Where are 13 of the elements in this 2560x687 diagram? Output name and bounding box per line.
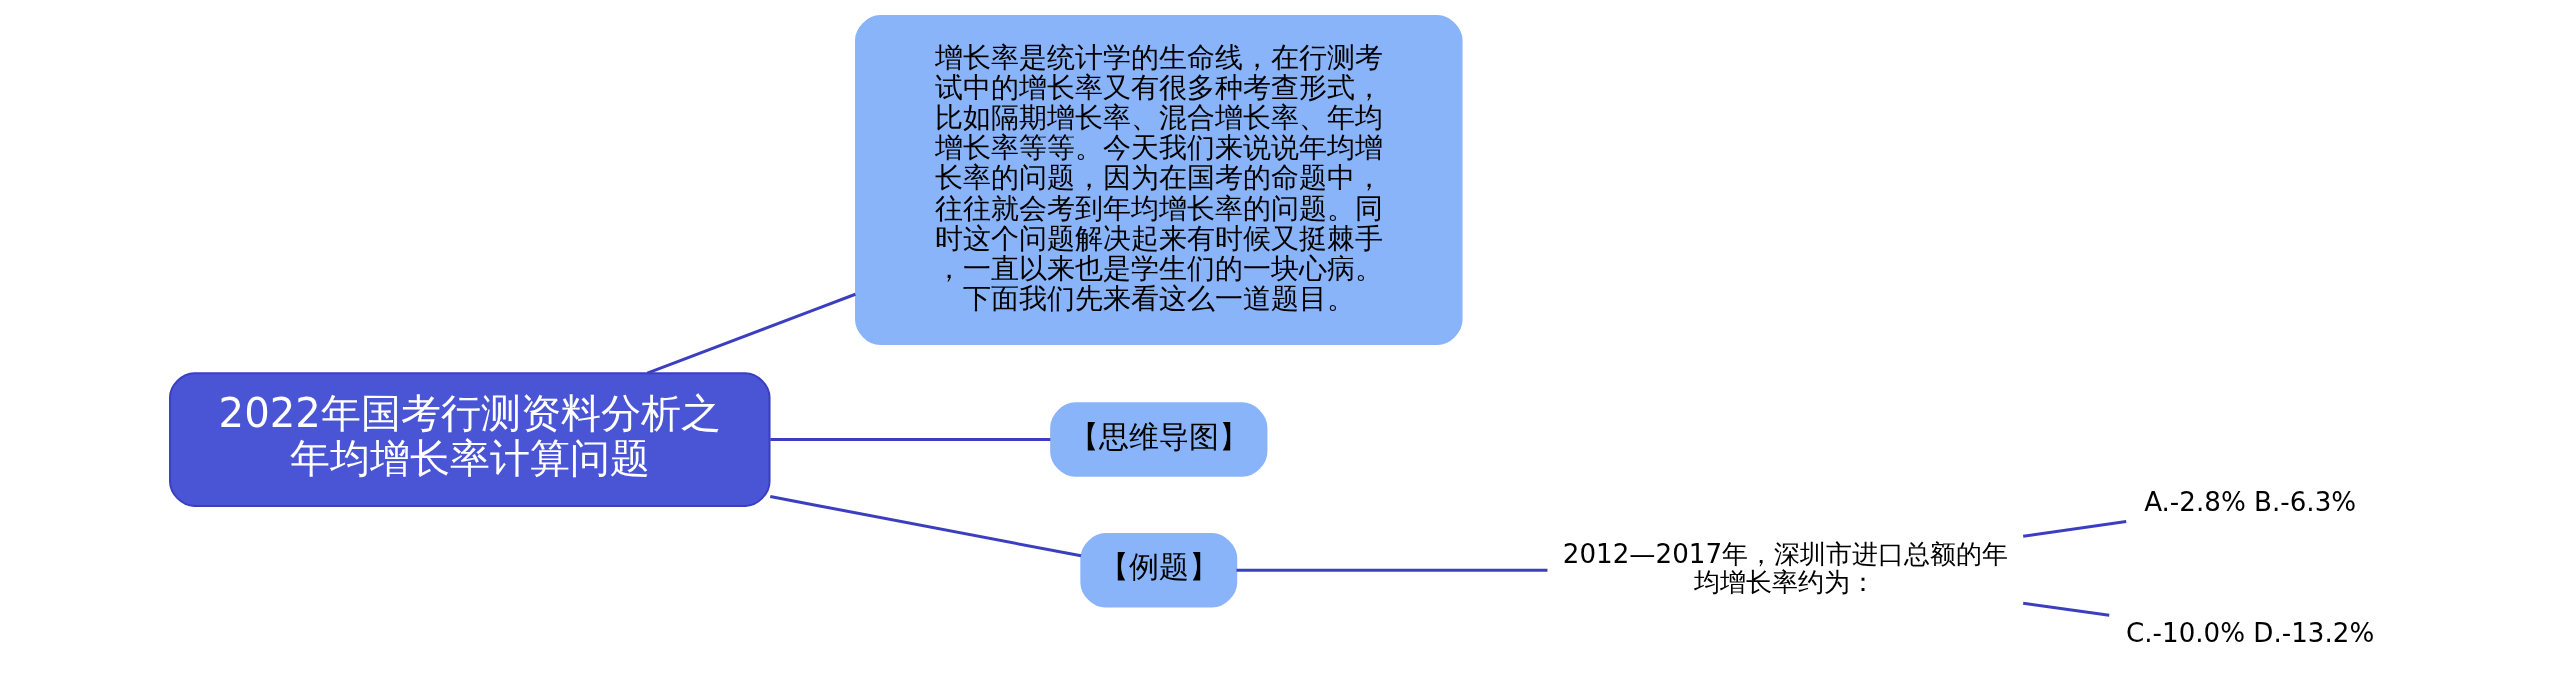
node-box: 【思维导图】 [1049, 402, 1267, 477]
node-box: 增长率是统计学的生命线，在行测考试中的增长率又有很多种考查形式，比如隔期增长率、混合增长率、年均增长率等等。今天我们来说说年均增长率的问题，因为在国考的命题中，往往就会考到年均增长率的问题。同时这个问题解决起来有时候又挺棘手，一直以来也是学生们的一块心病。下面我们先来看这么一道题目。 [854, 15, 1463, 345]
node-text: 2012—2017年，深圳市进口总额的年均增长率约为： [1562, 539, 2008, 598]
connector [2022, 601, 2109, 617]
node-box: 【例题】 [1079, 533, 1237, 608]
node-text: C.-10.0% D.-13.2% [2125, 617, 2374, 648]
node-box: 2022年国考行测资料分析之年均增长率计算问题 [168, 372, 771, 507]
connector [769, 495, 1081, 558]
connector [646, 292, 856, 375]
connector [1236, 568, 1547, 572]
node-text: A.-2.8% B.-6.3% [2143, 486, 2356, 517]
connector [2022, 520, 2126, 538]
connector [769, 438, 1050, 442]
